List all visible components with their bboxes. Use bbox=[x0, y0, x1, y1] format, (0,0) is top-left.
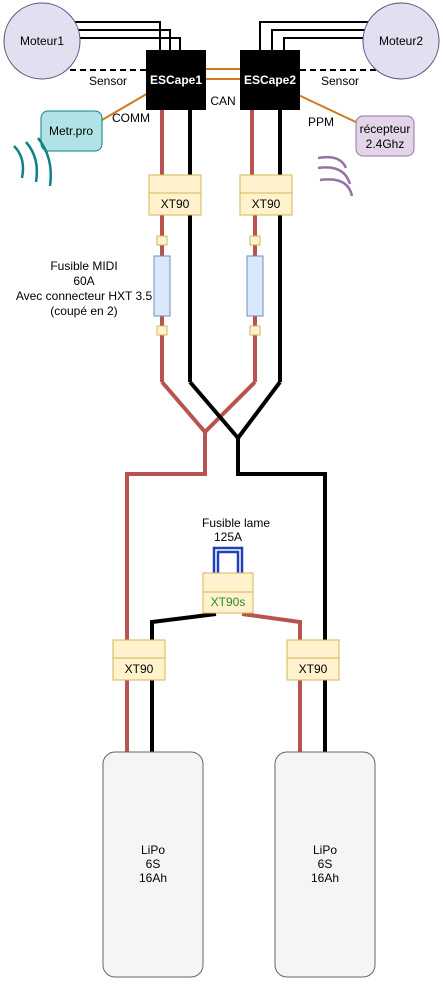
xt90-top-left-label: XT90 bbox=[161, 197, 190, 211]
receiver-line2: 2.4Ghz bbox=[366, 137, 405, 151]
battery-right-line2: 6S bbox=[318, 857, 333, 871]
metr-pro-label: Metr.pro bbox=[49, 124, 93, 138]
receiver-module: récepteur 2.4Ghz bbox=[355, 115, 415, 157]
blade-fuse-caption: Fusible lame 125A bbox=[202, 516, 270, 544]
midi-fuse-caption-line4: (coupé en 2) bbox=[50, 304, 117, 318]
blade-fuse-icon bbox=[212, 546, 244, 574]
battery-left-line1: LiPo bbox=[141, 843, 165, 857]
sensor-right-label: Sensor bbox=[321, 74, 359, 88]
esc-right-label: ESCape2 bbox=[244, 73, 296, 87]
receiver-line1: récepteur bbox=[360, 122, 411, 136]
midi-fuse-right bbox=[246, 235, 264, 336]
motor-left-label: Moteur1 bbox=[20, 34, 64, 48]
xt90-bottom-right: XT90 bbox=[286, 639, 340, 681]
battery-right-line1: LiPo bbox=[313, 843, 337, 857]
midi-fuse-caption: Fusible MIDI 60A Avec connecteur HXT 3.5… bbox=[16, 259, 153, 318]
battery-left: LiPo 6S 16Ah bbox=[102, 751, 204, 978]
series-link-wires bbox=[150, 612, 302, 640]
battery-right-line3: 16Ah bbox=[311, 871, 339, 885]
battery-wires bbox=[125, 680, 327, 752]
blade-fuse-caption-line2: 125A bbox=[214, 530, 242, 544]
bluetooth-waves-icon bbox=[13, 137, 52, 187]
motor-right-label: Moteur2 bbox=[379, 34, 423, 48]
midi-fuse-caption-line2: 60A bbox=[73, 274, 94, 288]
midi-fuse-caption-line1: Fusible MIDI bbox=[50, 259, 117, 273]
battery-right: LiPo 6S 16Ah bbox=[274, 751, 376, 978]
signal-wires bbox=[101, 91, 361, 125]
xt90s-connector: XT90s bbox=[202, 572, 254, 614]
xt90-top-left: XT90 bbox=[148, 174, 202, 216]
ppm-label: PPM bbox=[308, 115, 334, 129]
xt90s-label: XT90s bbox=[211, 595, 246, 609]
sensor-left-label: Sensor bbox=[89, 74, 127, 88]
can-wires bbox=[206, 68, 240, 80]
xt90-top-right-label: XT90 bbox=[252, 197, 281, 211]
motor-right: Moteur2 bbox=[362, 2, 440, 80]
midi-fuse-left bbox=[153, 235, 171, 336]
xt90-bottom-right-label: XT90 bbox=[299, 662, 328, 676]
battery-left-line3: 16Ah bbox=[139, 871, 167, 885]
midi-fuse-caption-line3: Avec connecteur HXT 3.5 bbox=[16, 289, 153, 303]
comm-label: COMM bbox=[112, 111, 150, 125]
esc-right: ESCape2 bbox=[240, 50, 300, 110]
xt90-bottom-left-label: XT90 bbox=[125, 662, 154, 676]
xt90-bottom-left: XT90 bbox=[112, 639, 166, 681]
blade-fuse-caption-line1: Fusible lame bbox=[202, 516, 270, 530]
battery-left-line2: 6S bbox=[146, 857, 161, 871]
radio-waves-icon bbox=[317, 155, 354, 197]
motor-phase-wires bbox=[62, 21, 380, 52]
can-label: CAN bbox=[210, 94, 235, 108]
esc-left: ESCape1 bbox=[146, 50, 206, 110]
xt90-top-right: XT90 bbox=[239, 174, 293, 216]
motor-left: Moteur1 bbox=[3, 2, 81, 80]
esc-left-label: ESCape1 bbox=[150, 73, 202, 87]
metr-pro-module: Metr.pro bbox=[40, 110, 103, 152]
esc-power-wires bbox=[125, 110, 327, 640]
